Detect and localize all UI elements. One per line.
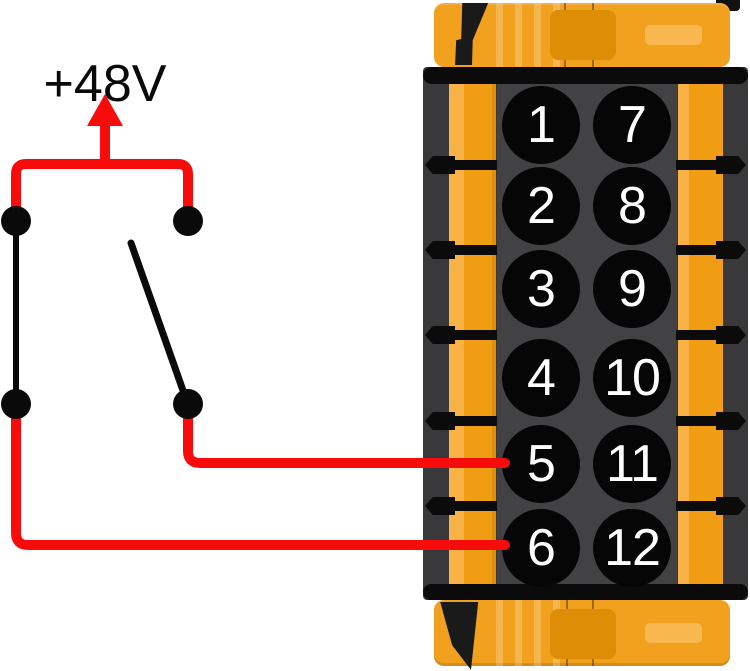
cap-corner-tab bbox=[716, 0, 740, 11]
pin-hole-5: 5 bbox=[502, 425, 580, 503]
pin-number: 8 bbox=[618, 177, 647, 235]
connector-bottom-cap bbox=[434, 600, 730, 670]
connector-top-cap bbox=[434, 3, 730, 67]
body-top-edge bbox=[423, 67, 748, 84]
latch-notch bbox=[425, 326, 497, 344]
cap-latch bbox=[550, 609, 616, 659]
pin-hole-6: 6 bbox=[502, 509, 580, 587]
pin-number: 4 bbox=[527, 349, 556, 407]
latch-notch bbox=[676, 412, 746, 430]
cap-ridges bbox=[484, 3, 562, 67]
pin-number: 6 bbox=[527, 519, 556, 577]
pin-hole-12: 12 bbox=[593, 509, 671, 587]
pin-hole-7: 7 bbox=[593, 86, 671, 164]
pin-number: 1 bbox=[527, 96, 556, 154]
cap-latch bbox=[550, 10, 616, 60]
pin-number: 7 bbox=[618, 96, 647, 154]
pin-hole-2: 2 bbox=[502, 167, 580, 245]
latch-notch bbox=[676, 497, 746, 515]
cap-label-area bbox=[645, 623, 702, 643]
pin-number: 12 bbox=[604, 519, 661, 577]
pin-hole-9: 9 bbox=[593, 250, 671, 328]
pin-hole-4: 4 bbox=[502, 339, 580, 417]
pin-hole-11: 11 bbox=[593, 425, 671, 503]
latch-notch bbox=[425, 412, 497, 430]
body-bottom-edge bbox=[423, 584, 748, 600]
pin-number: 5 bbox=[527, 435, 556, 493]
latch-notch bbox=[676, 326, 746, 344]
pin-hole-1: 1 bbox=[502, 86, 580, 164]
pin-hole-10: 10 bbox=[593, 339, 671, 417]
latch-notch bbox=[676, 156, 746, 174]
latch-notch bbox=[425, 156, 497, 174]
latch-notch bbox=[676, 241, 746, 259]
cap-ridges bbox=[484, 600, 562, 666]
cap-label-area bbox=[645, 25, 702, 45]
cap-lock-wedge bbox=[440, 602, 479, 670]
pin-hole-3: 3 bbox=[502, 250, 580, 328]
latch-notch bbox=[425, 497, 497, 515]
pin-number: 11 bbox=[606, 435, 659, 493]
pin-number: 9 bbox=[618, 260, 647, 318]
pin-hole-8: 8 bbox=[593, 167, 671, 245]
pin-number: 10 bbox=[604, 349, 661, 407]
pin-number: 3 bbox=[527, 260, 556, 318]
latch-notch bbox=[425, 241, 497, 259]
pin-number: 2 bbox=[527, 177, 556, 235]
